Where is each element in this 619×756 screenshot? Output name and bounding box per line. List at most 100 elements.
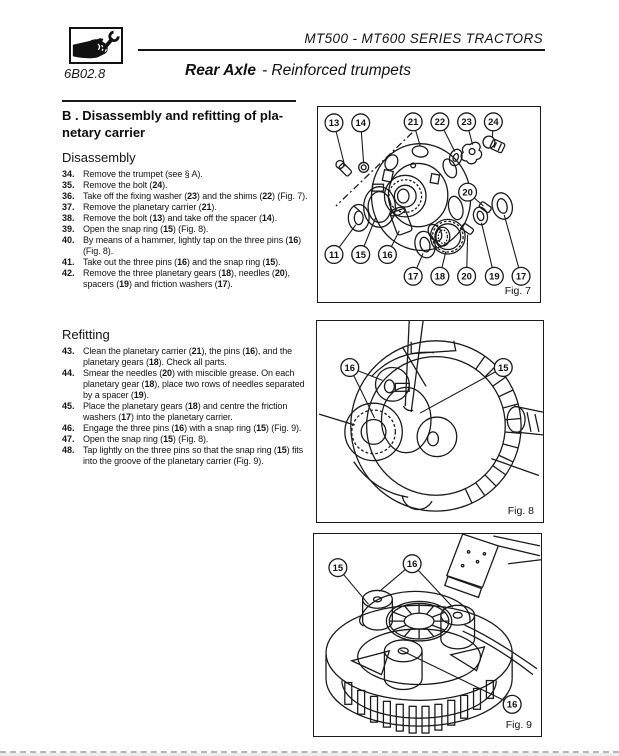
callout-balloon-16 bbox=[502, 694, 522, 714]
callout-balloon-20 bbox=[458, 182, 478, 202]
brand-logo bbox=[69, 27, 123, 64]
callout-leader-line bbox=[503, 214, 522, 277]
step-item: 44.Smear the needles (20) with miscible … bbox=[62, 368, 312, 401]
step-item: 37. Remove the planetary carrier (21). bbox=[62, 202, 312, 213]
step-number: 34. bbox=[62, 169, 75, 179]
callout-number: 19 bbox=[489, 271, 499, 282]
callout-number: 16 bbox=[345, 362, 355, 373]
callout-balloon-24 bbox=[483, 112, 503, 132]
callout-number: 23 bbox=[461, 116, 471, 127]
section-heading-line1: B . Disassembly and refitting of pla- bbox=[62, 108, 284, 123]
step-item: 46. Engage the three pins (16) with a sna… bbox=[62, 423, 312, 434]
refitting-steps: 43. Clean the planetary carrier (21), the… bbox=[62, 346, 312, 467]
step-number: 45. bbox=[62, 401, 75, 411]
step-number: 48. bbox=[62, 445, 75, 455]
callout-balloon-21 bbox=[403, 112, 423, 132]
callout-leader-line bbox=[411, 563, 454, 608]
callout-balloon-20 bbox=[457, 266, 477, 286]
page-code: 6B02.8 bbox=[64, 66, 106, 81]
callout-number: 17 bbox=[408, 271, 418, 282]
callout-number: 18 bbox=[435, 271, 445, 282]
step-text: Remove the bolt (13) and take off the sp… bbox=[83, 213, 277, 223]
disassembly-heading: Disassembly bbox=[62, 150, 136, 165]
callout-balloon-22 bbox=[430, 112, 450, 132]
callout-balloon-14 bbox=[351, 113, 371, 133]
disassembly-steps: 34. Remove the trumpet (see § A). 35. Remov… bbox=[62, 169, 312, 290]
callout-balloon-18 bbox=[430, 266, 450, 286]
callout-number: 15 bbox=[498, 362, 508, 373]
step-item: 48. Tap lightly on the three pins so that… bbox=[62, 445, 312, 467]
step-text: Remove the bolt (24). bbox=[83, 180, 168, 190]
step-text: Engage the three pins (16) with a snap r… bbox=[83, 423, 302, 433]
callout-balloon-17 bbox=[511, 266, 531, 286]
callout-balloon-11 bbox=[324, 244, 344, 265]
step-text: Place the planetary gears (18) and centr… bbox=[83, 401, 288, 422]
step-text: Remove the three planetary gears (18), n… bbox=[83, 268, 290, 289]
figure-9-label: Fig. 9 bbox=[505, 719, 532, 731]
step-item: 39.Open the snap ring (15) (Fig. 8). bbox=[62, 224, 312, 235]
callout-number: 16 bbox=[407, 558, 417, 569]
callout-balloon-15 bbox=[328, 558, 348, 578]
step-number: 38. bbox=[62, 213, 75, 223]
figure-9-drawing: 15 16 16 bbox=[325, 534, 541, 734]
step-text: Clean the planetary carrier (21), the pi… bbox=[83, 346, 293, 367]
callout-number: 22 bbox=[435, 116, 445, 127]
page-title-sub: - Reinforced trumpets bbox=[261, 62, 411, 79]
step-number: 40. bbox=[62, 235, 75, 245]
page-title-main: Rear Axle bbox=[185, 62, 256, 79]
step-number: 35. bbox=[62, 180, 75, 190]
callout-balloon-15 bbox=[351, 244, 371, 265]
figure-8-label: Fig. 8 bbox=[507, 505, 534, 517]
step-item: 47. Open the snap ring (15) (Fig. 8). bbox=[62, 434, 312, 445]
figure-9-box: 15 16 16 Fig. 9 bbox=[313, 533, 542, 737]
step-text: Tap lightly on the three pins so that th… bbox=[83, 445, 304, 466]
callout-number: 15 bbox=[355, 249, 365, 260]
scan-bottom-strip bbox=[0, 753, 619, 756]
callout-balloon-19 bbox=[484, 266, 504, 286]
step-item: 36.Take off the fixing washer (23) and t… bbox=[62, 191, 312, 202]
scan-bottom-edge bbox=[0, 751, 619, 753]
step-number: 36. bbox=[62, 191, 75, 201]
callout-number: 16 bbox=[507, 699, 517, 710]
callout-balloon-16 bbox=[377, 244, 397, 265]
callout-number: 11 bbox=[329, 249, 339, 260]
callout-leader-line bbox=[400, 649, 513, 705]
step-text: Remove the planetary carrier (21). bbox=[83, 202, 217, 212]
step-text: By means of a hammer, lightly tap on the… bbox=[83, 235, 302, 256]
step-item: 42.Remove the three planetary gears (18)… bbox=[62, 268, 312, 290]
section-heading-line2: netary carrier bbox=[62, 125, 146, 140]
callout-balloon-16 bbox=[340, 357, 360, 378]
refitting-heading: Refitting bbox=[62, 327, 110, 342]
section-rule bbox=[62, 100, 296, 102]
text-column: B . Disassembly and refitting of pla- ne… bbox=[62, 107, 312, 467]
callout-number: 17 bbox=[516, 271, 526, 282]
step-item: 41.Take out the three pins (16) and the … bbox=[62, 257, 312, 268]
step-text: Remove the trumpet (see § A). bbox=[83, 169, 203, 179]
step-text: Open the snap ring (15) (Fig. 8). bbox=[83, 434, 209, 444]
series-title: MT500 - MT600 SERIES TRACTORS bbox=[304, 31, 543, 46]
callout-number: 15 bbox=[333, 562, 343, 573]
step-item: 40. By means of a hammer, lightly tap on … bbox=[62, 235, 312, 257]
callout-balloon-16 bbox=[402, 554, 422, 574]
step-item: 45. Place the planetary gears (18) and ce… bbox=[62, 401, 312, 423]
callout-balloon-13 bbox=[324, 113, 344, 133]
step-item: 34. Remove the trumpet (see § A). bbox=[62, 169, 312, 180]
callout-leader-line bbox=[419, 367, 504, 414]
fig7-art bbox=[335, 132, 514, 259]
step-text: Smear the needles (20) with miscible gre… bbox=[83, 368, 305, 400]
step-number: 46. bbox=[62, 423, 75, 433]
header-rule bbox=[138, 49, 545, 51]
step-number: 47. bbox=[62, 434, 75, 444]
step-number: 41. bbox=[62, 257, 75, 267]
step-number: 37. bbox=[62, 202, 75, 212]
step-item: 43. Clean the planetary carrier (21), the… bbox=[62, 346, 312, 368]
step-number: 43. bbox=[62, 346, 75, 356]
page-title: Rear Axle - Reinforced trumpets bbox=[185, 62, 411, 80]
callout-balloon-23 bbox=[457, 112, 477, 132]
step-number: 39. bbox=[62, 224, 75, 234]
